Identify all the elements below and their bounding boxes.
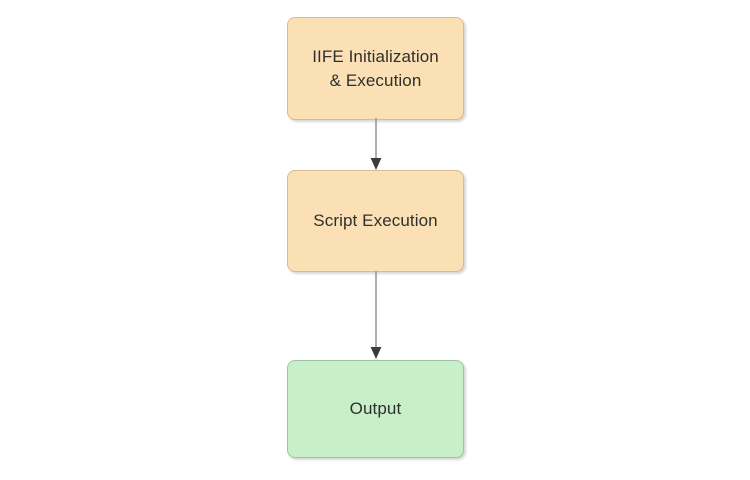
flow-node-label: IIFE Initialization & Execution: [312, 47, 439, 90]
arrowhead-icon: [370, 347, 382, 359]
arrowhead-icon: [370, 158, 382, 170]
flow-node-label: Output: [349, 399, 402, 419]
flow-node-label: Script Execution: [313, 211, 438, 231]
flow-node-output[interactable]: Output: [287, 360, 464, 458]
flow-node-script-execution[interactable]: Script Execution: [287, 170, 464, 272]
flow-edge-iife-to-script: [370, 118, 382, 170]
flow-node-iife-init[interactable]: IIFE Initialization & Execution: [287, 17, 464, 120]
flow-edge-script-to-output: [370, 271, 382, 359]
